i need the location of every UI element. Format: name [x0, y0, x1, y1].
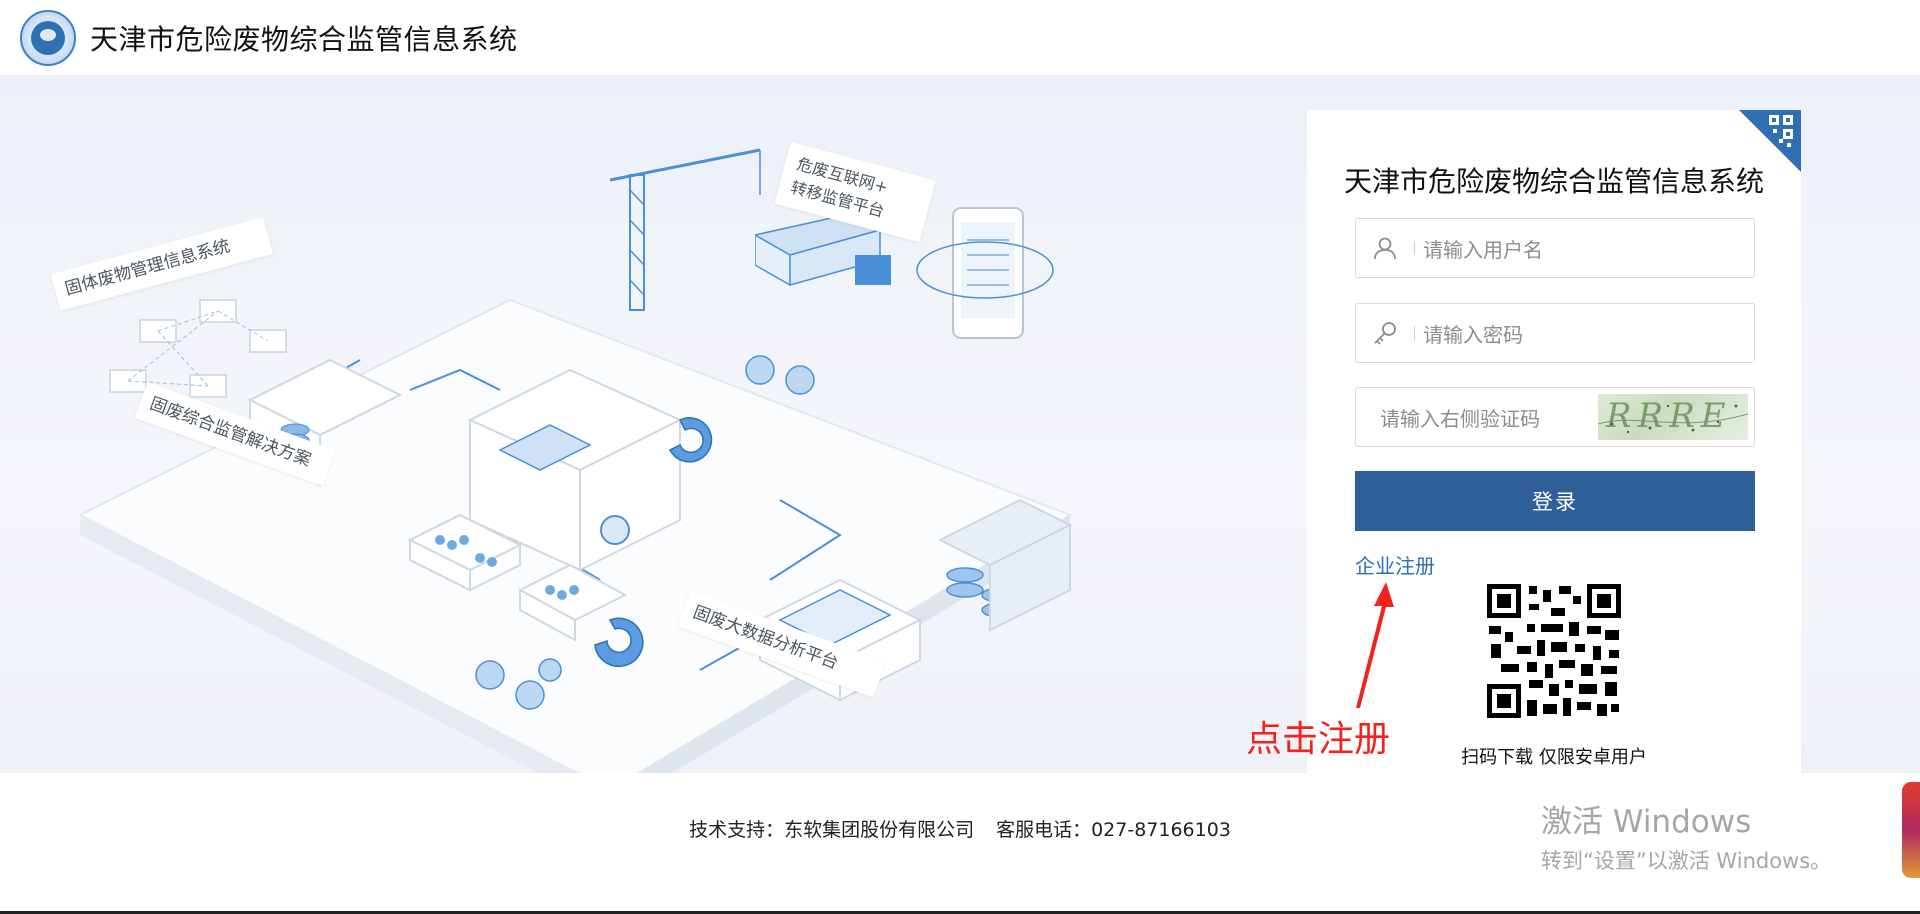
username-input[interactable]: 请输入用户名: [1423, 237, 1543, 262]
password-input[interactable]: 请输入密码: [1423, 322, 1523, 347]
captcha-field[interactable]: 请输入右侧验证码 RRRE: [1355, 387, 1755, 447]
floating-side-widget[interactable]: [1902, 782, 1920, 878]
login-title: 天津市危险废物综合监管信息系统: [1343, 165, 1764, 198]
password-field[interactable]: 请输入密码: [1355, 303, 1755, 363]
phone-illustration: [916, 207, 1054, 339]
qr-caption: 扫码下载 仅限安卓用户: [1461, 747, 1647, 768]
key-icon: [1356, 304, 1414, 362]
captcha-input[interactable]: 请输入右侧验证码: [1380, 406, 1540, 431]
username-field[interactable]: 请输入用户名: [1355, 218, 1755, 278]
login-card: 天津市危险废物综合监管信息系统 请输入用户名 请输入密码 请输入右侧验证码 RR…: [1307, 110, 1801, 773]
footer-support: 技术支持：东软集团股份有限公司: [689, 819, 975, 841]
footer-phone: 客服电话：027-87166103: [996, 819, 1231, 841]
download-qr-code: [1487, 584, 1621, 718]
crane-illustration: [610, 148, 761, 311]
truck-illustration: [755, 215, 891, 287]
watermark-title: 激活 Windows: [1541, 804, 1752, 840]
windows-activation-watermark: 激活 Windows 转到“设置”以激活 Windows。: [1541, 796, 1831, 875]
annotation-arrow-icon: [1356, 582, 1394, 708]
captcha-image[interactable]: RRRE: [1598, 394, 1748, 440]
watermark-subtitle: 转到“设置”以激活 Windows。: [1541, 849, 1832, 873]
register-link[interactable]: 企业注册: [1355, 554, 1435, 578]
footer-info: 技术支持：东软集团股份有限公司客服电话：027-87166103: [0, 815, 1920, 842]
user-icon: [1356, 219, 1414, 277]
header-title: 天津市危险废物综合监管信息系统: [90, 23, 518, 56]
captcha-text: RRRE: [1606, 396, 1732, 436]
corner-qr-pattern-icon: [1769, 115, 1793, 147]
top-header: 天津市危险废物综合监管信息系统: [0, 0, 1920, 75]
environment-logo-icon: [20, 10, 76, 66]
annotation-text: 点击注册: [1246, 719, 1391, 760]
taskbar-edge: [0, 911, 1920, 914]
login-button[interactable]: 登录: [1355, 471, 1755, 531]
